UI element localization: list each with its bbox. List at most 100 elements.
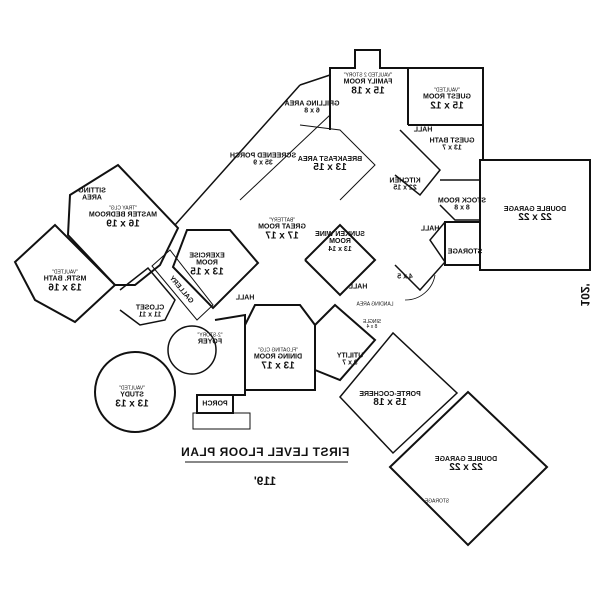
room-porch: PORCH <box>202 400 227 407</box>
room-foyer: "2-STORY"FOYER <box>197 333 223 347</box>
wall-kitchen <box>394 129 442 197</box>
room-size: 22 x 15 <box>393 185 417 192</box>
wall-closet <box>119 266 176 326</box>
wall-family-room <box>329 49 484 160</box>
plan-title: FIRST LEVEL FLOOR PLAN <box>180 445 350 459</box>
room-size: 15 x 18 <box>351 85 385 97</box>
wall-gallery <box>151 249 214 321</box>
wall-master-bedroom <box>66 163 180 286</box>
room-size: 13 x 16 <box>48 282 82 294</box>
wall-dining-room <box>244 304 316 391</box>
room-size: 8 x 8 <box>454 205 470 212</box>
room-sitting: SITTING AREA <box>72 188 112 203</box>
room-size: 6 x 8 <box>304 108 320 115</box>
room-size: 13 x 7 <box>442 145 462 152</box>
room-name: HALL <box>413 126 433 134</box>
wall-screened-porch-top <box>299 74 331 86</box>
room-name: GRILLING AREA <box>284 100 340 108</box>
width-dimension: 119' <box>253 474 277 488</box>
wall-foyer <box>214 313 246 396</box>
room-hall: HALL <box>421 225 440 232</box>
wall-screened-porch-inner <box>239 114 331 201</box>
room-name: SUNKEN WINE ROOM <box>315 230 365 246</box>
room-name: FOYER <box>197 338 223 346</box>
wall-exercise-room <box>171 229 260 310</box>
room-size: 35 x 9 <box>253 160 273 167</box>
room-landing: LANDING AREA <box>356 301 394 308</box>
room-laundry: 4 x 5 <box>397 273 413 280</box>
room-size: 22 x 22 <box>449 462 483 474</box>
room-hall: HALL <box>414 126 433 133</box>
room-hall: HALL <box>349 283 368 290</box>
room-size: 13 x 14 <box>328 245 352 253</box>
wall-porte-cochere <box>338 331 459 455</box>
room-size: 11 x 11 <box>138 312 162 319</box>
room-size: 15 x 18 <box>373 397 407 409</box>
room-hall: HALL <box>236 294 255 301</box>
wall-screened-porch-outer <box>174 84 301 226</box>
door-swing <box>404 274 436 301</box>
room-name: KITCHEN <box>389 177 421 185</box>
wall-utility <box>314 303 377 382</box>
room-storage: STORAGE <box>424 498 450 505</box>
room-size: 16 x 19 <box>106 218 140 230</box>
wall-master-bath <box>13 223 117 324</box>
room-size: 13 x 17 <box>261 360 295 372</box>
room-name: EXERCISE ROOM <box>189 252 225 267</box>
room-name: CLOSET <box>135 304 165 312</box>
room-name: PORCH <box>202 400 228 408</box>
room-size: 13 x 15 <box>313 162 347 174</box>
room-storage: STORAGE <box>448 248 483 255</box>
porch-steps <box>192 412 251 430</box>
room-name: STORAGE <box>447 248 483 256</box>
room-name: SCREENED PORCH <box>229 152 297 160</box>
wall-breakfast <box>299 124 376 201</box>
room-size: 13 x 13 <box>115 398 149 410</box>
room-name: STORAGE <box>424 498 450 505</box>
wall-garage-2 <box>388 390 549 547</box>
room-name: SITTING AREA <box>78 187 106 202</box>
room-size: 9 x 7 <box>342 360 358 367</box>
room-name: STOCK ROOM <box>437 197 487 205</box>
room-name: UTILITY <box>336 352 364 360</box>
room-name: LANDING AREA <box>356 301 394 308</box>
room-size: 13 x 15 <box>190 266 224 278</box>
wall-stock <box>439 179 481 221</box>
room-name: HALL <box>420 225 440 233</box>
wall-wine-room <box>304 223 377 297</box>
room-size: 8 x 4 <box>366 324 378 330</box>
room-size: 22 x 22 <box>518 212 552 224</box>
wall-hall-east <box>394 221 446 292</box>
room-name: GUEST BATH <box>429 137 475 145</box>
wall-study <box>94 351 176 433</box>
room-size: 17 x 17 <box>265 230 299 242</box>
room-size: 4 x 5 <box>397 273 413 281</box>
depth-dimension: 102' <box>578 283 592 307</box>
spiral-stair <box>167 325 217 375</box>
room-size: 15 x 12 <box>430 100 464 112</box>
room-name: HALL <box>235 294 255 302</box>
wall-storage-1 <box>444 221 480 266</box>
